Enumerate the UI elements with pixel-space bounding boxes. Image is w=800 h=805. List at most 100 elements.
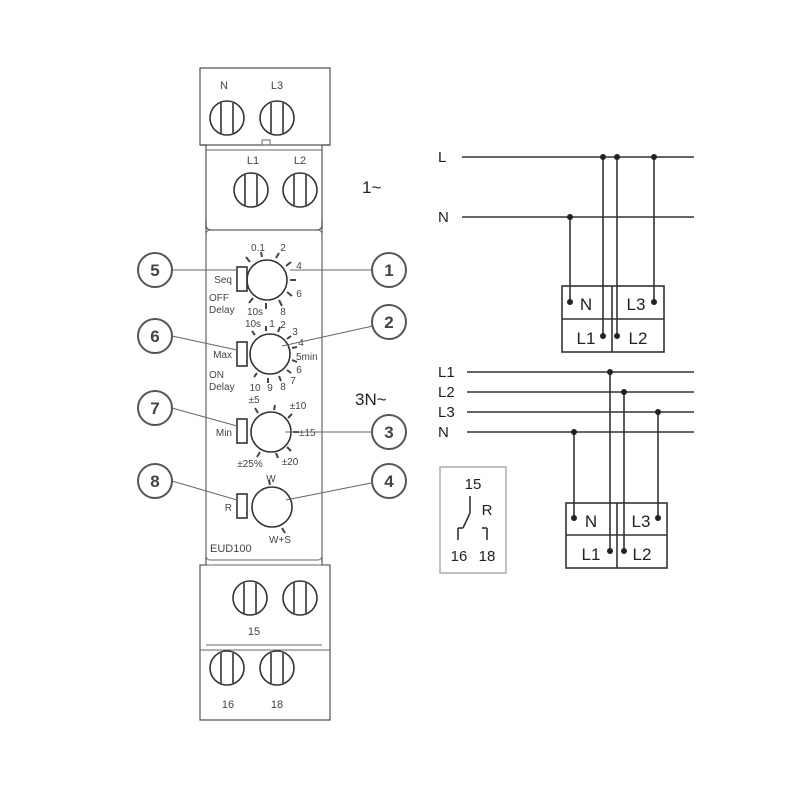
svg-text:2: 2 xyxy=(384,313,393,332)
terminal-screw xyxy=(232,580,268,616)
relay-contact-16: 16 xyxy=(451,548,468,565)
switch-max[interactable]: Max ON Delay xyxy=(209,341,248,393)
box1-n: N xyxy=(580,295,592,314)
line-label-l3: L3 xyxy=(438,404,455,421)
terminal-screw xyxy=(259,650,295,686)
knob1-scale-3: 6 xyxy=(296,289,302,300)
callout-6: 6 xyxy=(137,318,238,354)
mode-on-label: ON xyxy=(209,370,224,381)
callout-7: 7 xyxy=(137,390,238,427)
knob3-scale-10: ±10 xyxy=(290,401,307,412)
svg-text:5: 5 xyxy=(150,261,159,280)
knob2-scale-left: 10s xyxy=(245,319,261,330)
knob1-low-label: 10s xyxy=(247,307,263,318)
box1-l1: L1 xyxy=(577,329,596,348)
terminal-label-15: 15 xyxy=(248,626,260,638)
knob2-scale-9: 9 xyxy=(267,383,273,394)
box3-n: N xyxy=(585,512,597,531)
knob2-scale-2: 2 xyxy=(280,320,286,331)
mode-delay-label-2: Delay xyxy=(209,382,235,393)
knob4-scale-w: W xyxy=(266,474,276,485)
switch-min-label: Min xyxy=(216,428,232,439)
terminal-block-top: N L3 L1 L2 xyxy=(209,80,318,208)
knob-4-mode[interactable]: W W+S xyxy=(251,474,293,546)
switch-seq[interactable]: Seq OFF Delay xyxy=(209,266,248,316)
terminal-screw xyxy=(233,172,269,208)
line-label-l1: L1 xyxy=(438,364,455,381)
callout-4: 4 xyxy=(285,463,407,501)
knob1-scale-4: 8 xyxy=(280,307,286,318)
box1-l2: L2 xyxy=(629,329,648,348)
switch-r[interactable]: R xyxy=(225,493,248,519)
terminal-box-1ph: N L3 L1 L2 xyxy=(561,285,665,353)
svg-text:3: 3 xyxy=(384,423,393,442)
line-label-n3: N xyxy=(438,424,449,441)
knob2-scale-8: 8 xyxy=(280,382,286,393)
line-label-n: N xyxy=(438,209,449,226)
knob2-scale-7: 7 xyxy=(290,376,296,387)
line-label-l: L xyxy=(438,149,446,166)
knob1-scale-2: 4 xyxy=(296,261,302,272)
relay-r-label: R xyxy=(482,502,493,519)
switch-min[interactable]: Min xyxy=(216,418,248,444)
knob4-scale-ws: W+S xyxy=(269,535,291,546)
wiring-single-phase: 1~ L N N L3 L1 L2 xyxy=(362,149,694,353)
callout-2: 2 xyxy=(281,304,407,347)
knob3-scale-5: ±5 xyxy=(248,395,259,406)
wiring-three-phase: 3N~ L1 L2 L3 N N L3 L1 L2 xyxy=(355,364,694,569)
knob2-scale-6: 6 xyxy=(296,365,302,376)
knob2-scale-5min: 5min xyxy=(296,352,318,363)
terminal-label-n-top: N xyxy=(220,80,228,92)
knob2-scale-4: 4 xyxy=(298,338,304,349)
box3-l2: L2 xyxy=(633,545,652,564)
knob2-scale-10: 10 xyxy=(249,383,261,394)
line-label-l2: L2 xyxy=(438,384,455,401)
callout-3: 3 xyxy=(285,414,407,450)
callout-1: 1 xyxy=(290,252,407,288)
relay-contact-symbol: 15 R 16 18 xyxy=(439,466,507,574)
svg-text:7: 7 xyxy=(150,399,159,418)
terminal-label-l1-top: L1 xyxy=(247,155,259,167)
wiring-3ph-title: 3N~ xyxy=(355,390,387,409)
knob2-scale-3: 3 xyxy=(292,327,298,338)
relay-contact-18: 18 xyxy=(479,548,496,565)
switch-r-label: R xyxy=(225,503,232,514)
knob-3-tolerance[interactable]: ±5 ±10 ±15 ±20 ±25% xyxy=(237,395,316,470)
relay-common-label: 15 xyxy=(465,476,482,493)
terminal-box-3ph: N L3 L1 L2 xyxy=(565,502,668,569)
switch-max-label: Max xyxy=(213,350,232,361)
terminal-label-18: 18 xyxy=(271,699,283,711)
svg-text:8: 8 xyxy=(150,472,159,491)
knob-2-on-delay[interactable]: 10s 1 2 3 4 5min 6 7 8 9 10 xyxy=(245,319,318,394)
box3-l3: L3 xyxy=(632,512,651,531)
knob3-scale-20: ±20 xyxy=(282,457,299,468)
terminal-screw xyxy=(209,650,245,686)
knob3-scale-25: ±25% xyxy=(237,459,263,470)
terminal-screw xyxy=(259,100,295,136)
svg-text:4: 4 xyxy=(384,472,394,491)
callout-8: 8 xyxy=(137,463,238,501)
knob-1-off-delay[interactable]: 0.1 2 4 6 8 10s xyxy=(245,243,302,318)
box3-l1: L1 xyxy=(582,545,601,564)
device-housing xyxy=(199,67,331,721)
terminal-label-l2-top: L2 xyxy=(294,155,306,167)
terminal-screw xyxy=(282,580,318,616)
switch-seq-label: Seq xyxy=(214,275,232,286)
wiring-1ph-title: 1~ xyxy=(362,178,381,197)
terminal-label-16: 16 xyxy=(222,699,234,711)
terminal-label-l3-top: L3 xyxy=(271,80,283,92)
knob1-scale-1: 2 xyxy=(280,243,286,254)
box1-l3: L3 xyxy=(627,295,646,314)
mode-off-label: OFF xyxy=(209,293,229,304)
mode-delay-label-1: Delay xyxy=(209,305,235,316)
model-label: EUD100 xyxy=(210,543,252,555)
knob2-scale-1: 1 xyxy=(269,319,275,330)
svg-text:6: 6 xyxy=(150,327,159,346)
terminal-screw xyxy=(209,100,245,136)
callout-5: 5 xyxy=(137,252,237,288)
terminal-block-bottom: 15 16 18 xyxy=(209,580,318,711)
knob1-scale-0: 0.1 xyxy=(251,243,265,254)
svg-text:1: 1 xyxy=(384,261,393,280)
terminal-screw xyxy=(282,172,318,208)
